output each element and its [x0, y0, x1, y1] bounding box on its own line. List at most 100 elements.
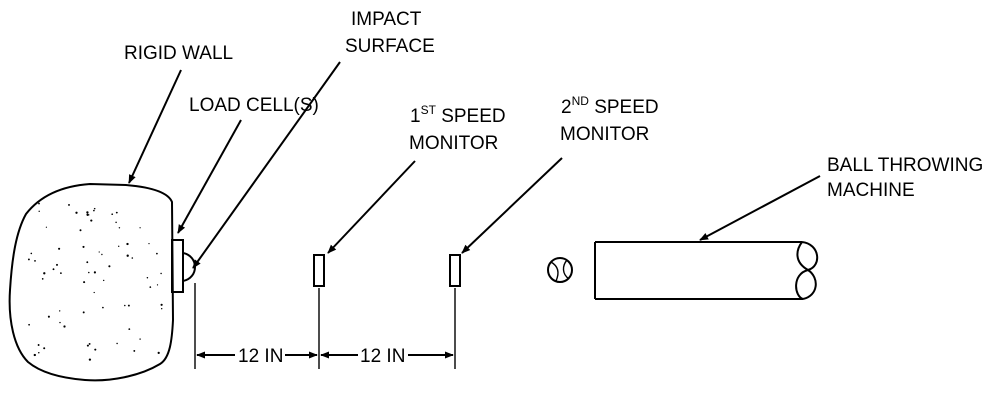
wall-speckle [59, 321, 61, 324]
wall-speckle [86, 261, 89, 264]
wall-speckle [111, 213, 114, 216]
speed-monitor-2 [449, 254, 461, 287]
wall-speckle [86, 211, 89, 214]
wall-speckle [156, 252, 158, 255]
machine-label-line1: BALL THROWING [827, 155, 983, 176]
wall-speckle [37, 344, 40, 346]
wall-speckle [79, 229, 82, 232]
wall-speckle [101, 253, 103, 256]
wall-speckle [148, 242, 150, 245]
wall-speckle [41, 278, 44, 280]
wall-speckle [161, 308, 163, 310]
wall-speckle [63, 325, 66, 328]
wall-speckle [115, 211, 118, 214]
wall-speckle [75, 211, 78, 214]
speed-monitor-1 [313, 254, 325, 287]
wall-speckle [126, 242, 129, 246]
speed-monitor-2-label-line1: 2ND SPEED [561, 94, 659, 118]
speed-monitor-1-label-line1: 1ST SPEED [410, 103, 506, 127]
speed-monitor-1-leader [327, 160, 416, 254]
wall-speckle [88, 342, 91, 345]
speed-monitor-2-word: SPEED [589, 97, 659, 118]
wall-speckle [28, 323, 30, 326]
wall-speckle [52, 268, 55, 271]
wall-speckle [146, 276, 149, 279]
wall-speckle [160, 303, 163, 306]
speed-monitor-1-label-line2: MONITOR [409, 133, 498, 154]
ball-throwing-machine [594, 241, 818, 300]
wall-speckle [93, 207, 96, 210]
wall-speckle [118, 245, 120, 247]
wall-speckle [88, 271, 90, 274]
baseball [547, 257, 573, 283]
wall-speckle [38, 202, 40, 205]
wall-speckle [38, 352, 40, 354]
rigid-wall [8, 182, 175, 382]
wall-speckle [156, 284, 159, 286]
wall-speckle [126, 254, 129, 257]
wall-speckle [98, 251, 100, 253]
wall-speckle [82, 245, 85, 248]
wall-speckle [43, 272, 46, 275]
wall-texture [27, 202, 163, 361]
speed-monitor-2-leader [461, 157, 563, 254]
wall-speckle [45, 226, 48, 228]
wall-speckle [157, 351, 160, 355]
impact-surface-leader [192, 61, 341, 269]
wall-speckle [30, 252, 33, 255]
wall-speckle [82, 311, 85, 314]
wall-speckle [58, 247, 61, 250]
wall-speckle [86, 344, 89, 347]
wall-speckle [47, 315, 50, 318]
dimension-label-1: 12 IN [238, 346, 283, 367]
wall-speckle [34, 260, 36, 262]
wall-speckle [116, 342, 118, 345]
wall-speckle [128, 328, 131, 330]
machine-label-line2: MACHINE [827, 180, 915, 201]
speed-monitor-1-word: SPEED [436, 106, 506, 127]
wall-speckle [60, 272, 62, 274]
wall-speckle [108, 265, 111, 268]
wall-speckle [102, 306, 104, 309]
wall-speckle [102, 279, 105, 282]
wall-speckle [139, 338, 141, 340]
rigid-wall-leader [128, 69, 182, 184]
wall-speckle [27, 258, 30, 261]
wall-speckle [133, 349, 136, 352]
wall-speckle [90, 219, 93, 222]
wall-speckle [86, 213, 89, 216]
impact-label-line1: IMPACT [351, 9, 422, 30]
wall-speckle [59, 310, 61, 312]
wall-speckle [93, 291, 95, 294]
speed-monitor-1-number: 1 [410, 106, 421, 127]
wall-speckle [139, 227, 141, 229]
wall-speckle [55, 263, 59, 266]
wall-speckle [115, 221, 117, 224]
wall-speckle [127, 304, 130, 307]
wall-speckle [33, 353, 36, 357]
wall-speckle [38, 210, 40, 213]
speed-monitor-2-superscript: ND [572, 94, 590, 108]
wall-speckle [93, 209, 95, 212]
wall-speckle [68, 203, 70, 206]
wall-speckle [93, 271, 96, 274]
load-cell-label: LOAD CELL(S) [189, 95, 319, 116]
wall-speckle [149, 286, 152, 288]
wall-speckle [160, 272, 162, 275]
rigid-wall-label: RIGID WALL [124, 43, 233, 64]
load-cell-leader [177, 119, 242, 234]
wall-speckle [131, 257, 134, 259]
wall-speckle [88, 358, 92, 361]
wall-speckle [83, 281, 86, 284]
impact-label-line2: SURFACE [345, 36, 435, 57]
machine-leader [699, 175, 821, 241]
speed-monitor-1-superscript: ST [421, 103, 437, 117]
wall-speckle [118, 227, 121, 229]
wall-speckle [124, 304, 126, 307]
dimension-label-2: 12 IN [360, 346, 405, 367]
speed-monitor-2-number: 2 [561, 97, 572, 118]
speed-monitor-2-label-line2: MONITOR [560, 124, 649, 145]
load-cell [171, 239, 184, 293]
